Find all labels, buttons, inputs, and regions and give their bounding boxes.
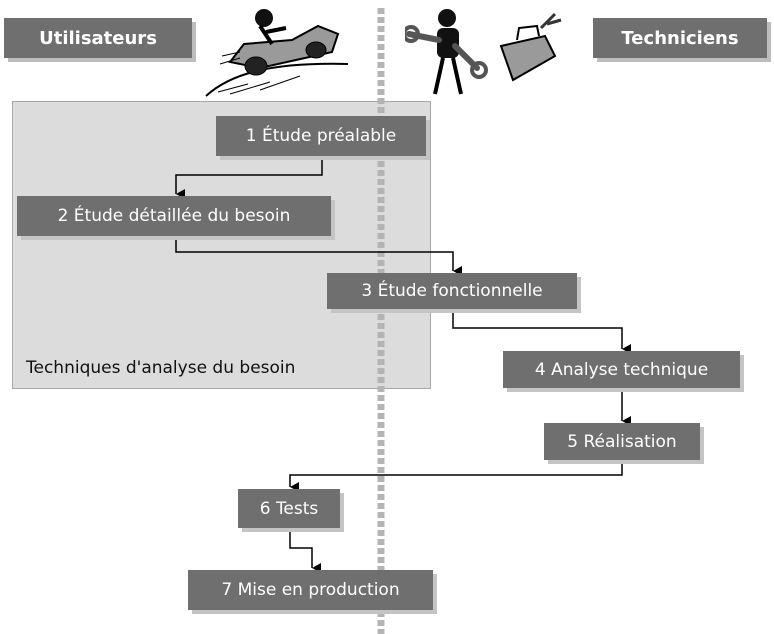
arrow-1-2 bbox=[175, 158, 323, 199]
arrow-2-3 bbox=[175, 238, 462, 276]
panel-label: Techniques d'analyse du besoin bbox=[26, 358, 296, 378]
step-1-etude-prealable: 1 Étude préalable bbox=[216, 116, 426, 156]
mechanic-with-wrench-and-toolbox-icon bbox=[405, 9, 562, 95]
step-3-etude-fonctionnelle: 3 Étude fonctionnelle bbox=[327, 273, 577, 309]
arrow-3-4 bbox=[452, 310, 631, 354]
arrow-5-6 bbox=[289, 460, 623, 492]
role-technicians: Techniciens bbox=[593, 18, 767, 58]
person-driving-car-icon bbox=[205, 9, 349, 97]
role-users: Utilisateurs bbox=[4, 18, 192, 58]
step-5-realisation: 5 Réalisation bbox=[544, 423, 700, 460]
step-4-analyse-technique: 4 Analyse technique bbox=[503, 351, 740, 388]
step-2-etude-detaillee: 2 Étude détaillée du besoin bbox=[17, 196, 331, 236]
step-7-mise-en-production: 7 Mise en production bbox=[188, 570, 433, 610]
arrow-6-7 bbox=[289, 529, 321, 573]
step-6-tests: 6 Tests bbox=[238, 489, 340, 528]
